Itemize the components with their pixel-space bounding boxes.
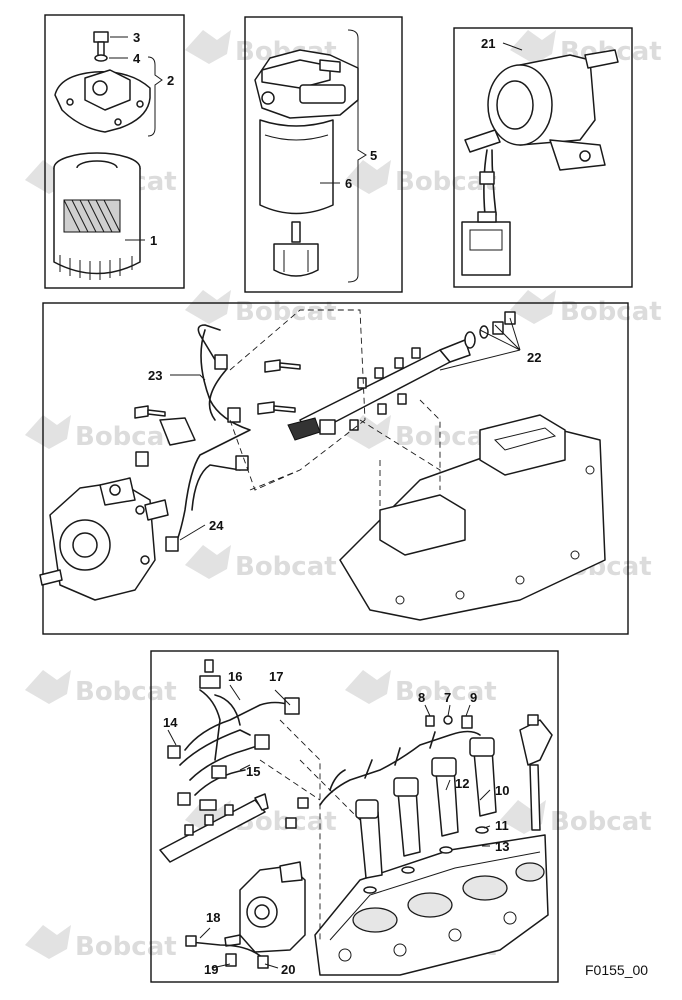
- pressure-sensor-icon: [287, 417, 336, 441]
- callout-14: 14: [163, 715, 178, 730]
- callout-22: 22: [527, 350, 541, 365]
- callout-5: 5: [370, 148, 377, 163]
- callout-16: 16: [228, 669, 242, 684]
- callout-7: 7: [444, 690, 451, 705]
- callout-11: 11: [495, 818, 509, 833]
- callout-1: 1: [150, 233, 157, 248]
- callout-6: 6: [345, 176, 352, 191]
- panel-injectors: 16 17 14 15 8 7 9 12 10 11 13 18 19 20: [150, 650, 559, 983]
- callout-23: 23: [148, 368, 162, 383]
- watermark-14: Bobcat: [550, 807, 652, 837]
- bolt-icon: [134, 359, 301, 419]
- watermark-7: Bobcat: [75, 422, 177, 452]
- cylinder-head-icon: [314, 834, 549, 976]
- callout-15: 15: [246, 764, 260, 779]
- watermark-12: Bobcat: [395, 677, 497, 707]
- callout-13: 13: [495, 839, 509, 854]
- common-rail-icon: [159, 793, 269, 863]
- callout-8: 8: [418, 690, 425, 705]
- watermark-15: Bobcat: [75, 932, 177, 962]
- callout-24: 24: [209, 518, 224, 533]
- callout-18: 18: [206, 910, 220, 925]
- panel-fuel-filter: 5 6: [244, 16, 403, 293]
- callout-3: 3: [133, 30, 140, 45]
- callout-2: 2: [167, 73, 174, 88]
- callout-10: 10: [495, 783, 509, 798]
- panel-oil-filter: 3 4 2 1: [44, 14, 185, 289]
- common-rail-icon: [299, 339, 471, 436]
- bolt-icon: [93, 31, 109, 57]
- high-pressure-pump-icon: [39, 477, 169, 601]
- electric-fuel-pump-icon: [464, 49, 619, 171]
- figure-code: F0155_00: [585, 962, 648, 978]
- callout-17: 17: [269, 669, 283, 684]
- washer-icon: [94, 54, 108, 62]
- filter-head-icon: [54, 69, 151, 133]
- callout-19: 19: [204, 962, 218, 977]
- watermark-9: Bobcat: [235, 552, 337, 582]
- callout-21: 21: [481, 36, 495, 51]
- water-sensor-icon: [273, 221, 319, 277]
- callout-4: 4: [133, 51, 141, 66]
- watermark-6: Bobcat: [560, 297, 662, 327]
- panel-fuel-pump: 21: [453, 27, 633, 288]
- fuel-filter-cartridge-icon: [259, 119, 334, 215]
- intake-manifold-icon: [339, 414, 606, 621]
- injector-clamp-icon: [519, 714, 553, 831]
- wire-harness-connector-icon: [461, 149, 511, 276]
- panel-common-rail: 23 24 22: [39, 302, 629, 635]
- callout-20: 20: [281, 962, 295, 977]
- oil-filter-icon: [53, 152, 141, 280]
- callout-9: 9: [470, 690, 477, 705]
- fuel-injector-icon: [355, 737, 497, 894]
- fuel-filter-head-icon: [254, 49, 359, 119]
- seal-washers-icon: [464, 311, 516, 349]
- watermark-11: Bobcat: [75, 677, 177, 707]
- high-pressure-pump-icon: [224, 861, 306, 953]
- callout-12: 12: [455, 776, 469, 791]
